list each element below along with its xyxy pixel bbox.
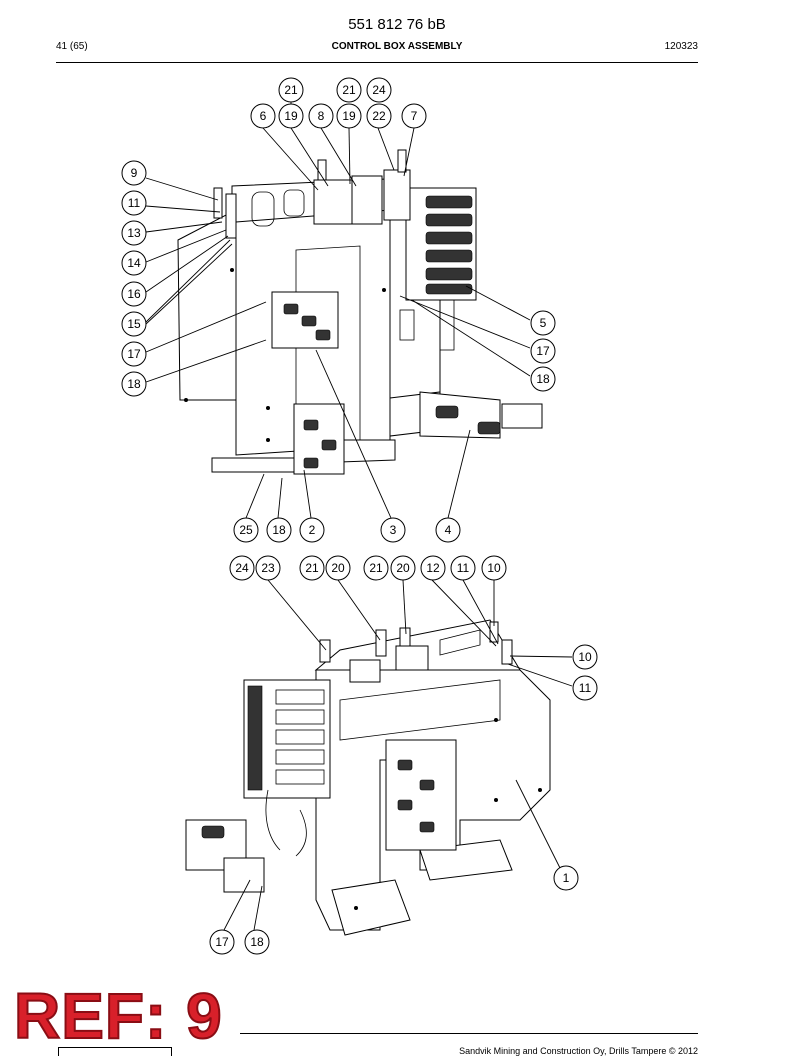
callout-label: 2 [309,523,316,537]
callout-label: 18 [536,372,550,386]
callout-label: 16 [127,287,141,301]
callout-label: 10 [487,561,501,575]
callout-bubble: 17 [209,929,235,955]
callout-label: 5 [540,316,547,330]
callout-label: 25 [239,523,253,537]
callout-label: 3 [390,523,397,537]
callout-label: 12 [426,561,440,575]
footer-copyright: Sandvik Mining and Construction Oy, Dril… [459,1046,698,1056]
callout-label: 1 [563,871,570,885]
callout-label: 11 [457,561,470,575]
callout-bubble: 10 [572,644,598,670]
callout-label: 21 [305,561,319,575]
callout-bubble: 5 [530,310,556,336]
ref-stamp: REF: 9 [13,980,223,1052]
callout-bubble: 17 [121,341,147,367]
callout-label: 15 [127,317,141,331]
callout-label: 19 [284,109,298,123]
callout-bubble: 1 [553,865,579,891]
callout-label: 6 [260,109,267,123]
callout-bubble: 23 [255,555,281,581]
callout-bubble: 12 [420,555,446,581]
callout-bubble: 18 [121,371,147,397]
callout-bubble: 11 [121,190,147,216]
callout-bubble: 10 [481,555,507,581]
callout-label: 8 [318,109,325,123]
callout-bubble: 20 [325,555,351,581]
callout-bubble: 19 [278,103,304,129]
callout-bubble: 25 [233,517,259,543]
callout-bubble: 4 [435,517,461,543]
callout-label: 9 [131,166,138,180]
callout-bubble: 21 [363,555,389,581]
callout-bubble: 14 [121,250,147,276]
callout-bubble: 2 [299,517,325,543]
callout-bubble: 24 [229,555,255,581]
callout-label: 17 [127,347,141,361]
callout-bubble: 3 [380,517,406,543]
callout-bubble: 13 [121,220,147,246]
callout-label: 11 [128,196,141,210]
callout-label: 24 [235,561,249,575]
callout-label: 17 [536,344,550,358]
callout-label: 10 [578,650,592,664]
date-code: 120323 [664,41,698,52]
footer-rule [240,1033,698,1034]
callout-bubble: 17 [530,338,556,364]
logo-strip [58,1047,172,1056]
callout-label: 19 [342,109,356,123]
callout-bubble: 8 [308,103,334,129]
callout-label: 18 [272,523,286,537]
callout-bubble: 16 [121,281,147,307]
callout-bubble: 11 [572,675,598,701]
header-rule [56,62,698,63]
page-index: 41 (65) [56,41,88,52]
callout-bubble: 6 [250,103,276,129]
callout-bubble: 21 [299,555,325,581]
callout-bubble: 19 [336,103,362,129]
callout-label: 21 [284,83,298,97]
callout-label: 23 [261,561,275,575]
callouts-lower: 24 23 21 20 21 20 12 11 10 10 11 1 17 18 [209,555,598,955]
callout-label: 18 [250,935,264,949]
callouts-upper: 21 21 24 6 19 8 19 22 7 9 11 13 14 16 15… [121,77,556,543]
callout-label: 20 [331,561,345,575]
callout-bubble: 18 [530,366,556,392]
document-number: 551 812 76 bB [348,16,446,33]
callout-label: 22 [372,109,386,123]
callout-bubble: 15 [121,311,147,337]
callout-label: 4 [445,523,452,537]
callout-bubble: 9 [121,160,147,186]
callout-label: 24 [372,83,386,97]
callout-bubble: 18 [266,517,292,543]
callout-label: 21 [369,561,383,575]
callout-bubble: 7 [401,103,427,129]
leader-lines [145,102,573,931]
callout-label: 21 [342,83,356,97]
callout-bubble: 24 [366,77,392,103]
callout-label: 17 [215,935,229,949]
callout-bubble: 20 [390,555,416,581]
callout-bubble: 11 [450,555,476,581]
callout-bubble: 22 [366,103,392,129]
callout-label: 18 [127,377,141,391]
callout-label: 20 [396,561,410,575]
page-title: CONTROL BOX ASSEMBLY [331,41,463,52]
callout-bubble: 21 [336,77,362,103]
callout-label: 13 [127,226,141,240]
callout-label: 14 [127,256,141,270]
callout-bubble: 21 [278,77,304,103]
callout-bubble: 18 [244,929,270,955]
callout-label: 11 [579,681,592,695]
upper-assembly-view [177,149,543,475]
lower-assembly-view [185,619,551,936]
callout-label: 7 [411,109,418,123]
